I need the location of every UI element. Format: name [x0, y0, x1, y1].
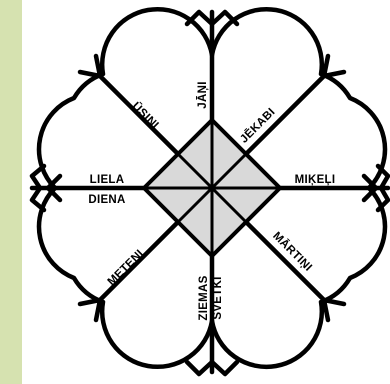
label-mikeli: MIĶEĻI — [295, 174, 336, 186]
label-liela: LIELA — [90, 174, 125, 186]
label-diena: DIENA — [88, 194, 125, 206]
label-jani: JĀŅI — [197, 81, 209, 108]
label-svetki: SVĒTKI — [212, 276, 224, 319]
label-ziemas: ZIEMAS — [198, 275, 210, 320]
